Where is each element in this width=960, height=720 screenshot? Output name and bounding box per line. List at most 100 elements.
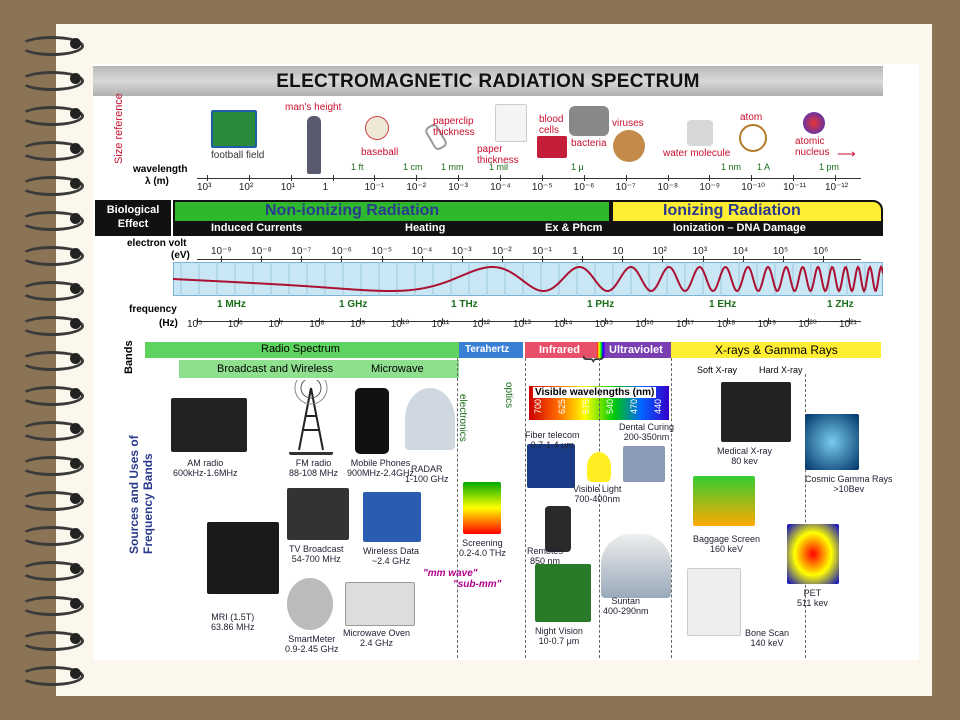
source-name: Medical X-ray — [717, 446, 773, 456]
visible-wavelength-tick: 470 — [629, 398, 639, 414]
visible-wavelength-tick: 625 — [557, 398, 567, 414]
source-item: MRI (1.5T)63.86 MHz — [211, 612, 255, 632]
bone-scan-image — [687, 568, 741, 636]
ring-hole — [70, 388, 81, 399]
induced-currents-label: Induced Currents — [211, 222, 303, 234]
source-value: 160 keV — [710, 544, 744, 554]
wavelength-tick-label: 10⁻¹ — [364, 182, 385, 193]
source-value: 140 keV — [750, 638, 784, 648]
wavelength-tick — [207, 175, 208, 181]
ring-hole — [70, 213, 81, 224]
non-ionizing-label: Non-ionizing Radiation — [265, 202, 440, 219]
optics-label: optics — [503, 382, 514, 409]
spiral-ring — [20, 631, 84, 651]
source-name: Visible Light — [573, 484, 622, 494]
spiral-ring — [20, 491, 84, 511]
source-value: 400-290nm — [603, 606, 649, 616]
frequency-marker: 1 THz — [451, 299, 478, 310]
ring-hole — [70, 73, 81, 84]
frequency-tick — [604, 318, 606, 324]
wavelength-axis-line — [197, 178, 861, 179]
frequency-tick-label: 10¹¹ — [431, 319, 450, 330]
wavelength-tick — [583, 175, 585, 181]
ev-tick — [421, 256, 423, 262]
wavelength-tick — [541, 175, 543, 181]
ex-phcm-label: Ex & Phcm — [545, 222, 603, 234]
ev-tick-label: 10⁻⁶ — [331, 246, 352, 257]
atom-image — [739, 124, 767, 152]
paper-image — [495, 104, 527, 142]
size-item-atom: atom — [740, 112, 763, 123]
source-name: Suntan — [611, 596, 641, 606]
source-name: Microwave Oven — [343, 628, 411, 638]
microwave-oven-image — [345, 582, 415, 626]
wavelength-tick — [835, 175, 836, 181]
night-vision-image — [535, 564, 591, 622]
ring-hole — [70, 248, 81, 259]
source-name: RADAR — [411, 464, 443, 474]
size-item-blood: blood cells — [539, 114, 564, 136]
frequency-tick-label: 10¹³ — [513, 319, 531, 330]
frequency-tick-label: 10⁷ — [268, 319, 284, 330]
wavelength-tick-label: 10⁻⁶ — [573, 182, 595, 193]
separator-5 — [805, 374, 806, 658]
frequency-tick — [237, 318, 239, 324]
wavelength-unit: λ (m) — [145, 176, 169, 187]
tv-image — [287, 488, 349, 540]
ev-tick-label: 10⁻¹ — [532, 246, 552, 257]
chart-title: ELECTROMAGNETIC RADIATION SPECTRUM — [276, 71, 700, 92]
separator-4 — [671, 358, 672, 658]
am-radio-image — [171, 398, 247, 452]
frequency-tick — [441, 318, 443, 324]
source-value: ~2.4 GHz — [371, 556, 411, 566]
ev-axis-line — [197, 259, 861, 260]
frequency-tick-label: 10¹⁵ — [594, 319, 614, 330]
spiral-ring — [20, 246, 84, 266]
visible-wavelength-tick: 540 — [605, 398, 615, 414]
ev-tick-label: 10² — [652, 246, 667, 257]
xray-band — [671, 342, 881, 358]
terahertz-label: Terahertz — [465, 344, 510, 355]
wave-graph — [173, 262, 883, 296]
wavelength-tick-label: 10¹ — [280, 182, 296, 193]
frequency-tick — [563, 318, 565, 324]
ev-tick — [501, 256, 503, 262]
ev-tick — [221, 256, 222, 262]
source-value: 2.4 GHz — [360, 638, 394, 648]
wavelength-label: wavelength — [133, 164, 188, 175]
spiral-ring — [20, 316, 84, 336]
spiral-ring — [20, 106, 84, 126]
ev-tick — [702, 256, 704, 262]
electronics-label: electronics — [457, 394, 468, 442]
ev-unit: (eV) — [171, 250, 190, 261]
spiral-ring — [20, 71, 84, 91]
ev-tick-label: 10⁵ — [772, 246, 789, 257]
source-value: 0.9-2.45 GHz — [285, 644, 339, 654]
wavelength-marker: 1 μ — [571, 162, 584, 172]
source-value: 1-100 GHz — [405, 474, 449, 484]
ring-hole — [70, 353, 81, 364]
ev-tick — [542, 256, 544, 262]
ev-tick-label: 1 — [572, 246, 578, 257]
separator-3 — [599, 358, 600, 658]
size-item-viruses: viruses — [612, 118, 644, 129]
visible-sliver — [597, 342, 605, 358]
source-value: >10Bev — [833, 484, 865, 494]
wavelength-tick — [416, 175, 418, 181]
wavelength-tick — [500, 175, 502, 181]
wavelength-marker: 1 mm — [441, 162, 464, 172]
frequency-tick — [686, 318, 687, 324]
size-item-water: water molecule — [663, 148, 731, 159]
baggage-screen-image — [693, 476, 755, 526]
radio-spectrum-band — [145, 342, 459, 358]
frequency-marker: 1 MHz — [217, 299, 246, 310]
frequency-tick-label: 10⁶ — [227, 319, 243, 330]
atomic-nucleus-image — [803, 112, 825, 134]
